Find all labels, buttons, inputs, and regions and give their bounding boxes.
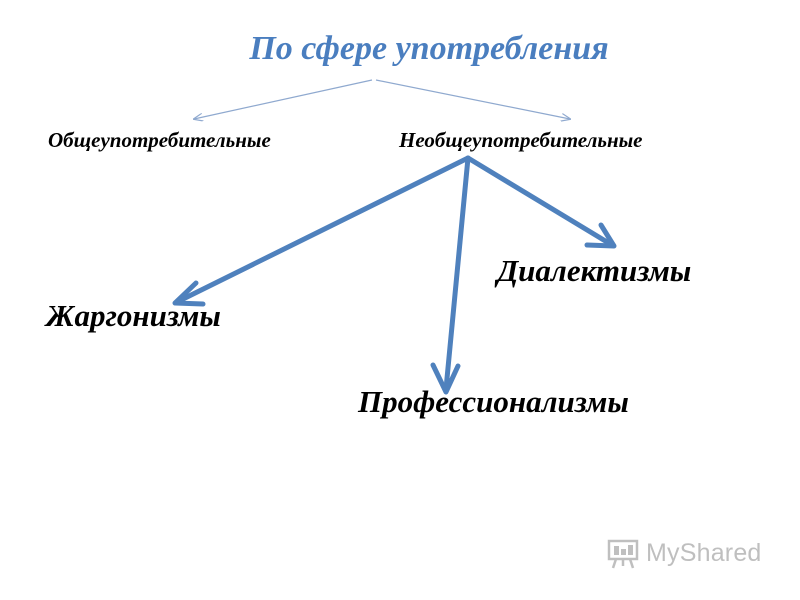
watermark: MyShared: [606, 536, 762, 570]
subcategory-jargon: Жаргонизмы: [46, 298, 221, 333]
diagram-title: По сфере употребления: [249, 30, 609, 67]
subcategory-professional: Профессионализмы: [358, 384, 629, 419]
connector-to-common: [194, 79, 373, 119]
arrow-to-professional: [430, 155, 471, 395]
arrow-to-jargon: [172, 155, 471, 307]
connector-to-uncommon: [375, 79, 570, 119]
presentation-board-icon: [607, 539, 639, 569]
arrow-to-dialect: [465, 155, 617, 249]
category-common: Общеупотребительные: [48, 128, 271, 152]
subcategory-dialect: Диалектизмы: [497, 253, 692, 288]
watermark-brand: MyShared: [646, 538, 762, 567]
category-uncommon: Необщеупотребительные: [399, 128, 643, 152]
